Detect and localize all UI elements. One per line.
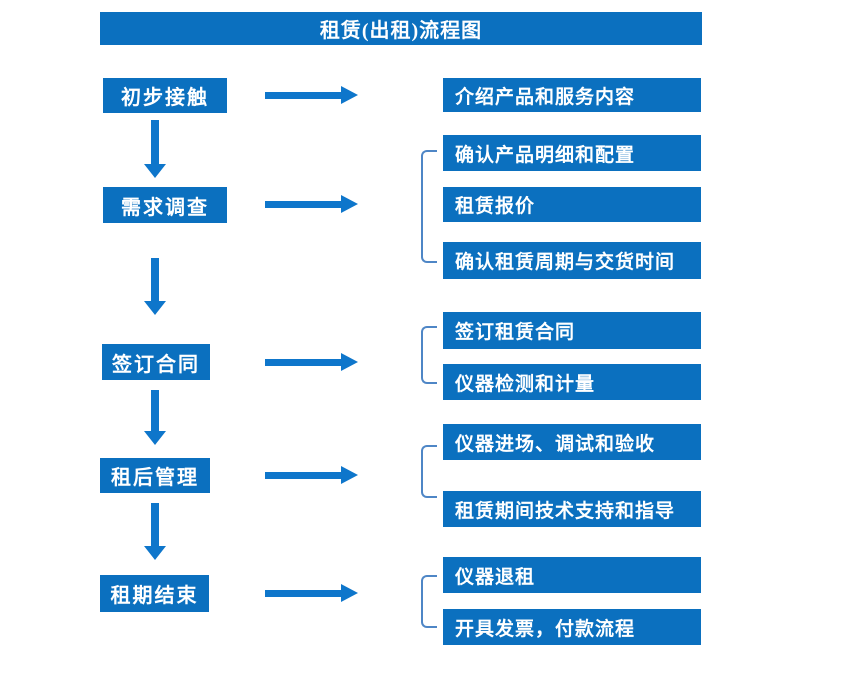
stage-post-rental-management: 租后管理 xyxy=(100,458,210,493)
right-arrow-icon xyxy=(265,466,358,484)
output-box: 租赁期间技术支持和指导 xyxy=(443,491,701,527)
arrow-head xyxy=(144,164,166,178)
output-box: 仪器检测和计量 xyxy=(443,364,701,400)
stage-sign-contract: 签订合同 xyxy=(102,344,210,380)
output-box: 仪器退租 xyxy=(443,557,701,593)
arrow-head xyxy=(144,301,166,315)
right-arrow-icon xyxy=(265,584,358,602)
stage-demand-survey: 需求调查 xyxy=(103,187,227,223)
output-box: 介绍产品和服务内容 xyxy=(443,78,701,112)
output-box: 确认租赁周期与交货时间 xyxy=(443,242,701,279)
right-arrow-icon xyxy=(265,86,358,104)
flowchart-title: 租赁(出租)流程图 xyxy=(100,12,702,45)
arrow-head xyxy=(341,466,358,484)
stage-initial-contact: 初步接触 xyxy=(103,78,227,113)
down-arrow-icon xyxy=(144,503,166,560)
arrow-shaft xyxy=(265,472,342,479)
arrow-head xyxy=(341,86,358,104)
group-bracket xyxy=(421,150,437,263)
output-box: 租赁报价 xyxy=(443,187,701,222)
output-box: 仪器进场、调试和验收 xyxy=(443,424,701,460)
stage-lease-end: 租期结束 xyxy=(100,575,209,612)
group-bracket xyxy=(421,445,437,498)
arrow-shaft xyxy=(265,201,342,208)
arrow-shaft xyxy=(265,590,342,597)
arrow-shaft xyxy=(151,503,159,547)
down-arrow-icon xyxy=(144,258,166,315)
arrow-shaft xyxy=(265,359,342,366)
arrow-head xyxy=(341,584,358,602)
output-box: 签订租赁合同 xyxy=(443,312,701,349)
right-arrow-icon xyxy=(265,195,358,213)
group-bracket xyxy=(421,575,437,628)
arrow-shaft xyxy=(151,390,159,432)
arrow-head xyxy=(341,195,358,213)
group-bracket xyxy=(421,326,437,384)
arrow-shaft xyxy=(151,120,159,165)
right-arrow-icon xyxy=(265,353,358,371)
arrow-shaft xyxy=(265,92,342,99)
arrow-shaft xyxy=(151,258,159,302)
output-box: 开具发票，付款流程 xyxy=(443,609,701,645)
output-box: 确认产品明细和配置 xyxy=(443,135,701,171)
down-arrow-icon xyxy=(144,120,166,178)
arrow-head xyxy=(144,546,166,560)
arrow-head xyxy=(341,353,358,371)
down-arrow-icon xyxy=(144,390,166,445)
arrow-head xyxy=(144,431,166,445)
